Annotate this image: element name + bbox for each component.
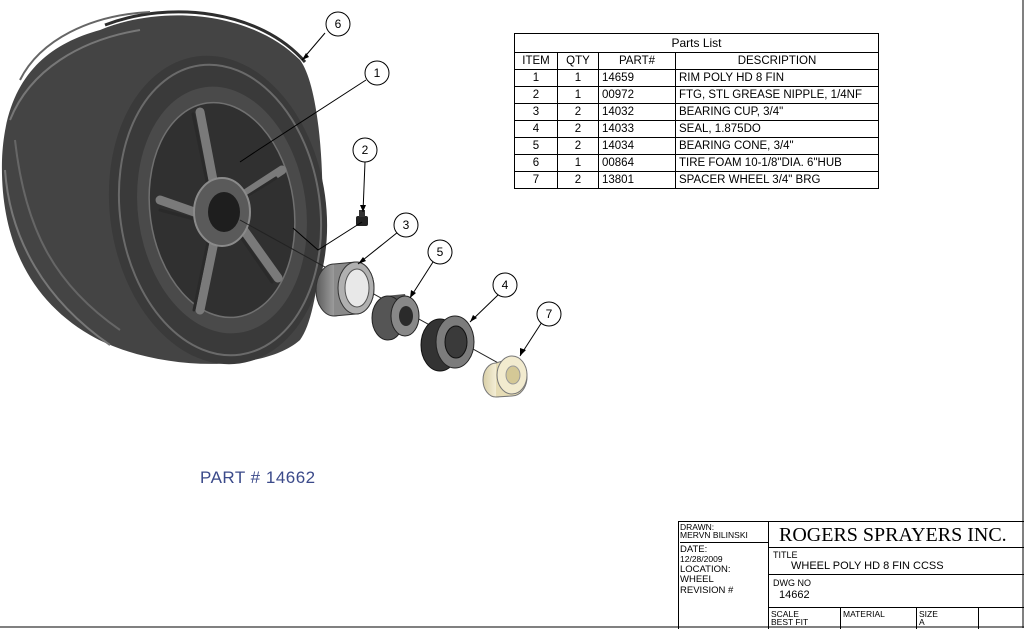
spacer-wheel-part [482,355,528,398]
cell-item: 3 [514,103,558,121]
balloon-1: 1 [374,66,381,80]
bearing-cup-part [315,261,375,317]
drawn-label: DRAWN: [680,522,715,532]
part-number-label: PART # 14662 [200,468,316,487]
cell-part: 14033 [598,120,676,138]
cell-description: SPACER WHEEL 3/4" BRG [675,171,879,189]
table-row: 6 1 00864 TIRE FOAM 10-1/8"DIA. 6"HUB [514,154,879,172]
material-label: MATERIAL [843,609,885,619]
dwg-value: 14662 [779,589,810,601]
cell-item: 2 [514,86,558,104]
table-row: 3 2 14032 BEARING CUP, 3/4" [514,103,879,121]
cell-part: 00864 [598,154,676,172]
balloon-3: 3 [403,218,410,232]
tire-foam-part [1,10,328,365]
cell-description: BEARING CONE, 3/4" [675,137,879,155]
parts-list-caption: Parts List [514,33,879,53]
table-row: 7 2 13801 SPACER WHEEL 3/4" BRG [514,171,879,189]
dwg-label: DWG NO [773,578,811,588]
parts-list-table: Parts List ITEM QTY PART# DESCRIPTION 1 … [514,33,879,189]
cell-part: 00972 [598,86,676,104]
table-row: 1 1 14659 RIM POLY HD 8 FIN [514,69,879,87]
grease-nipple-part [356,210,368,226]
header-qty: QTY [557,52,599,70]
scale-label: SCALE [771,609,799,619]
title-label: TITLE [773,550,798,560]
cell-item: 7 [514,171,558,189]
company-name: ROGERS SPRAYERS INC. [779,524,1007,546]
table-row: 5 2 14034 BEARING CONE, 3/4" [514,137,879,155]
title-block: DRAWN: MERVN BILINSKI DATE: 12/28/2009 L… [678,521,1024,629]
balloon-2: 2 [362,143,369,157]
cell-item: 5 [514,137,558,155]
cell-item: 4 [514,120,558,138]
location-value: WHEEL [680,574,714,585]
size-value: A [919,617,925,627]
balloon-6: 6 [335,17,342,31]
bearing-cone-part [371,294,420,341]
cell-description: RIM POLY HD 8 FIN [675,69,879,87]
revision-label: REVISION # [680,585,734,596]
cell-part: 14032 [598,103,676,121]
balloon-7: 7 [546,307,553,321]
cell-qty: 1 [557,86,599,104]
cell-part: 13801 [598,171,676,189]
cell-qty: 2 [557,103,599,121]
parts-list-header-row: ITEM QTY PART# DESCRIPTION [514,52,879,70]
table-row: 4 2 14033 SEAL, 1.875DO [514,120,879,138]
scale-value: BEST FIT [771,617,809,627]
cell-description: SEAL, 1.875DO [675,120,879,138]
date-value: 12/28/2009 [680,554,723,564]
cell-qty: 2 [557,137,599,155]
cell-qty: 2 [557,120,599,138]
header-description: DESCRIPTION [675,52,879,70]
header-part: PART# [598,52,676,70]
title-value: WHEEL POLY HD 8 FIN CCSS [791,560,944,572]
cell-description: BEARING CUP, 3/4" [675,103,879,121]
cell-part: 14034 [598,137,676,155]
cell-qty: 1 [557,154,599,172]
cell-qty: 2 [557,171,599,189]
size-label: SIZE [919,609,938,619]
cell-qty: 1 [557,69,599,87]
balloon-5: 5 [437,245,444,259]
drawn-value: MERVN BILINSKI [680,530,748,540]
seal-part [420,315,475,372]
date-label: DATE: [680,544,708,555]
location-label: LOCATION: [680,564,731,575]
balloon-4: 4 [502,278,509,292]
table-row: 2 1 00972 FTG, STL GREASE NIPPLE, 1/4NF [514,86,879,104]
cell-description: TIRE FOAM 10-1/8"DIA. 6"HUB [675,154,879,172]
cell-description: FTG, STL GREASE NIPPLE, 1/4NF [675,86,879,104]
cell-part: 14659 [598,69,676,87]
header-item: ITEM [514,52,558,70]
cell-item: 1 [514,69,558,87]
cell-item: 6 [514,154,558,172]
